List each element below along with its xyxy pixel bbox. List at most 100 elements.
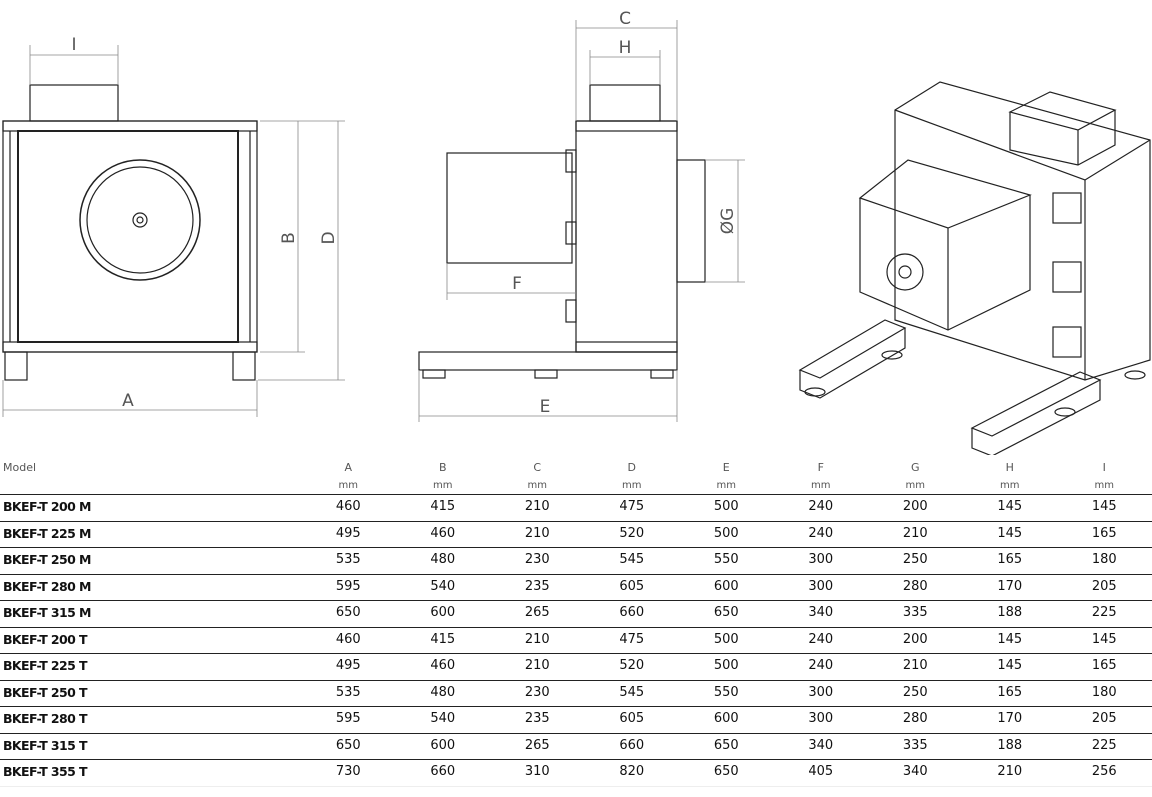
table-cell: 235 (524, 578, 550, 594)
model-name: BKEF-T 280 T (3, 711, 88, 726)
model-name: BKEF-T 355 T (3, 764, 88, 779)
table-cell: 540 (430, 578, 456, 594)
table-cell: 188 (997, 737, 1023, 753)
table-cell: 535 (335, 684, 361, 700)
table-cell: 145 (997, 631, 1023, 647)
table-cell: 500 (713, 658, 739, 673)
table-cell: 235 (524, 711, 550, 726)
column-header: B (438, 461, 447, 474)
table-cell: 605 (619, 711, 645, 726)
table-cell: 545 (619, 552, 645, 567)
isometric-view (798, 81, 1151, 455)
column-header: H (1005, 461, 1014, 474)
table-cell: 256 (1091, 764, 1117, 779)
table-cell: 165 (997, 552, 1023, 567)
column-header: D (627, 461, 636, 474)
column-unit: mm (716, 480, 736, 491)
table-cell: 335 (902, 737, 928, 753)
table-cell: 300 (808, 711, 834, 726)
column-header: F (817, 461, 824, 474)
table-cell: 460 (430, 658, 456, 673)
technical-drawings: I B D A C H ØG F E (2, 9, 1151, 455)
table-cell: 480 (430, 684, 456, 700)
table-cell: 500 (713, 631, 739, 647)
table-cell: 210 (524, 631, 550, 647)
table-cell: 210 (524, 525, 550, 541)
table-cell: 210 (902, 658, 928, 673)
column-unit: mm (527, 480, 547, 491)
column-unit: mm (1094, 480, 1114, 491)
table-cell: 520 (619, 525, 645, 541)
dim-label-i: I (71, 35, 76, 55)
column-unit: mm (433, 480, 453, 491)
model-name: BKEF-T 225 M (3, 525, 91, 541)
table-cell: 600 (430, 605, 456, 620)
table-cell: 280 (902, 578, 928, 594)
column-unit: mm (811, 480, 831, 491)
table-cell: 650 (335, 605, 361, 620)
table-cell: 205 (1091, 711, 1117, 726)
model-name: BKEF-T 225 T (3, 658, 88, 673)
column-header: C (533, 461, 542, 474)
table-cell: 250 (902, 684, 928, 700)
column-unit: mm (1000, 480, 1020, 491)
table-cell: 600 (713, 711, 739, 726)
table-cell: 210 (997, 764, 1023, 779)
table-cell: 230 (524, 552, 550, 567)
table-cell: 225 (1091, 605, 1117, 620)
model-name: BKEF-T 315 M (3, 605, 91, 620)
side-view (418, 84, 706, 379)
table-cell: 200 (902, 499, 928, 514)
model-name: BKEF-T 315 T (3, 737, 88, 753)
table-cell: 240 (808, 525, 834, 541)
table-cell: 145 (997, 525, 1023, 541)
table-cell: 460 (430, 525, 456, 541)
table-cell: 595 (335, 578, 361, 594)
table-cell: 500 (713, 499, 739, 514)
table-cell: 600 (713, 578, 739, 594)
dim-label-a: A (122, 391, 134, 411)
table-cell: 310 (524, 764, 550, 779)
dimension-lines (2, 20, 745, 422)
table-cell: 165 (997, 684, 1023, 700)
table-cell: 495 (335, 658, 361, 673)
table-cell: 250 (902, 552, 928, 567)
dim-label-f: F (512, 274, 522, 294)
table-cell: 520 (619, 658, 645, 673)
dim-label-e: E (540, 397, 551, 417)
column-header: I (1102, 461, 1106, 474)
table-cell: 545 (619, 684, 645, 700)
table-cell: 225 (1091, 737, 1117, 753)
front-view (2, 84, 258, 381)
table-cell: 200 (902, 631, 928, 647)
table-cell: 595 (335, 711, 361, 726)
table-cell: 265 (524, 605, 550, 620)
table-cell: 650 (335, 737, 361, 753)
table-cell: 340 (902, 764, 928, 779)
table-cell: 145 (1091, 499, 1117, 514)
table-cell: 230 (524, 684, 550, 700)
table-cell: 145 (997, 499, 1023, 514)
table-cell: 660 (619, 737, 645, 753)
column-unit: mm (338, 480, 358, 491)
table-cell: 475 (619, 631, 645, 647)
table-cell: 495 (335, 525, 361, 541)
model-name: BKEF-T 200 T (3, 631, 88, 647)
table-cell: 335 (902, 605, 928, 620)
table-cell: 500 (713, 525, 739, 541)
table-cell: 550 (713, 552, 739, 567)
table-cell: 280 (902, 711, 928, 726)
model-header: Model (3, 461, 37, 474)
table-cell: 170 (997, 578, 1023, 594)
column-unit: mm (622, 480, 642, 491)
table-cell: 550 (713, 684, 739, 700)
